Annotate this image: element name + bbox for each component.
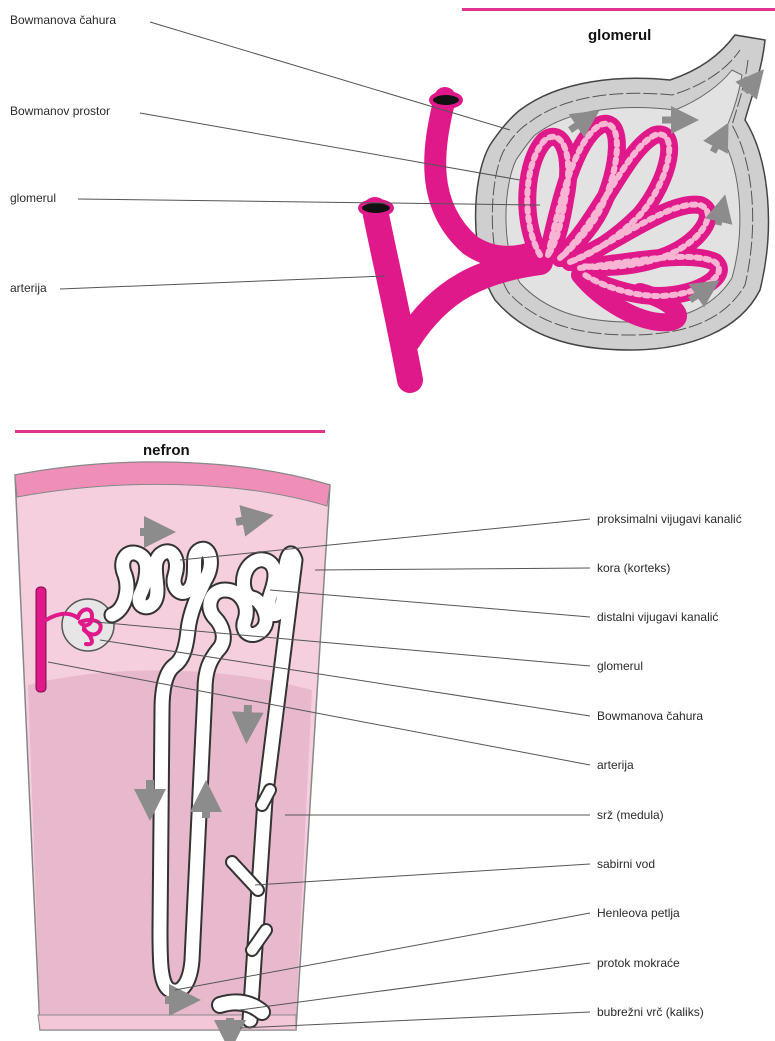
- label-distal-tubule: distalni vijugavi kanalić: [597, 610, 718, 624]
- label-proximal-tubule: proksimalni vijugavi kanalić: [597, 512, 742, 526]
- nephron-artery: [36, 587, 46, 692]
- glomerulus-illustration: [360, 35, 768, 380]
- label-bowman-capsule-top: Bowmanova čahura: [10, 13, 116, 27]
- label-artery-top: arterija: [10, 281, 47, 295]
- label-collecting-duct: sabirni vod: [597, 857, 655, 871]
- label-loop-of-henle: Henleova petlja: [597, 906, 680, 920]
- nephron-panel-title: nefron: [143, 442, 190, 459]
- label-glomerulus-top: glomerul: [10, 191, 56, 205]
- label-medulla: srž (medula): [597, 808, 664, 822]
- label-bowman-capsule-nephron: Bowmanova čahura: [597, 709, 703, 723]
- label-cortex: kora (korteks): [597, 561, 670, 575]
- nephron-illustration: [15, 462, 330, 1036]
- label-urine-flow: protok mokraće: [597, 956, 680, 970]
- label-bowman-space: Bowmanov prostor: [10, 104, 110, 118]
- label-calyx: bubrežni vrč (kaliks): [597, 1005, 704, 1019]
- label-artery-nephron: arterija: [597, 758, 634, 772]
- glomerulus-panel-title: glomerul: [588, 27, 651, 44]
- label-glomerulus-nephron: glomerul: [597, 659, 643, 673]
- glomerulus-title-rule: [462, 8, 775, 11]
- nephron-title-rule: [15, 430, 325, 433]
